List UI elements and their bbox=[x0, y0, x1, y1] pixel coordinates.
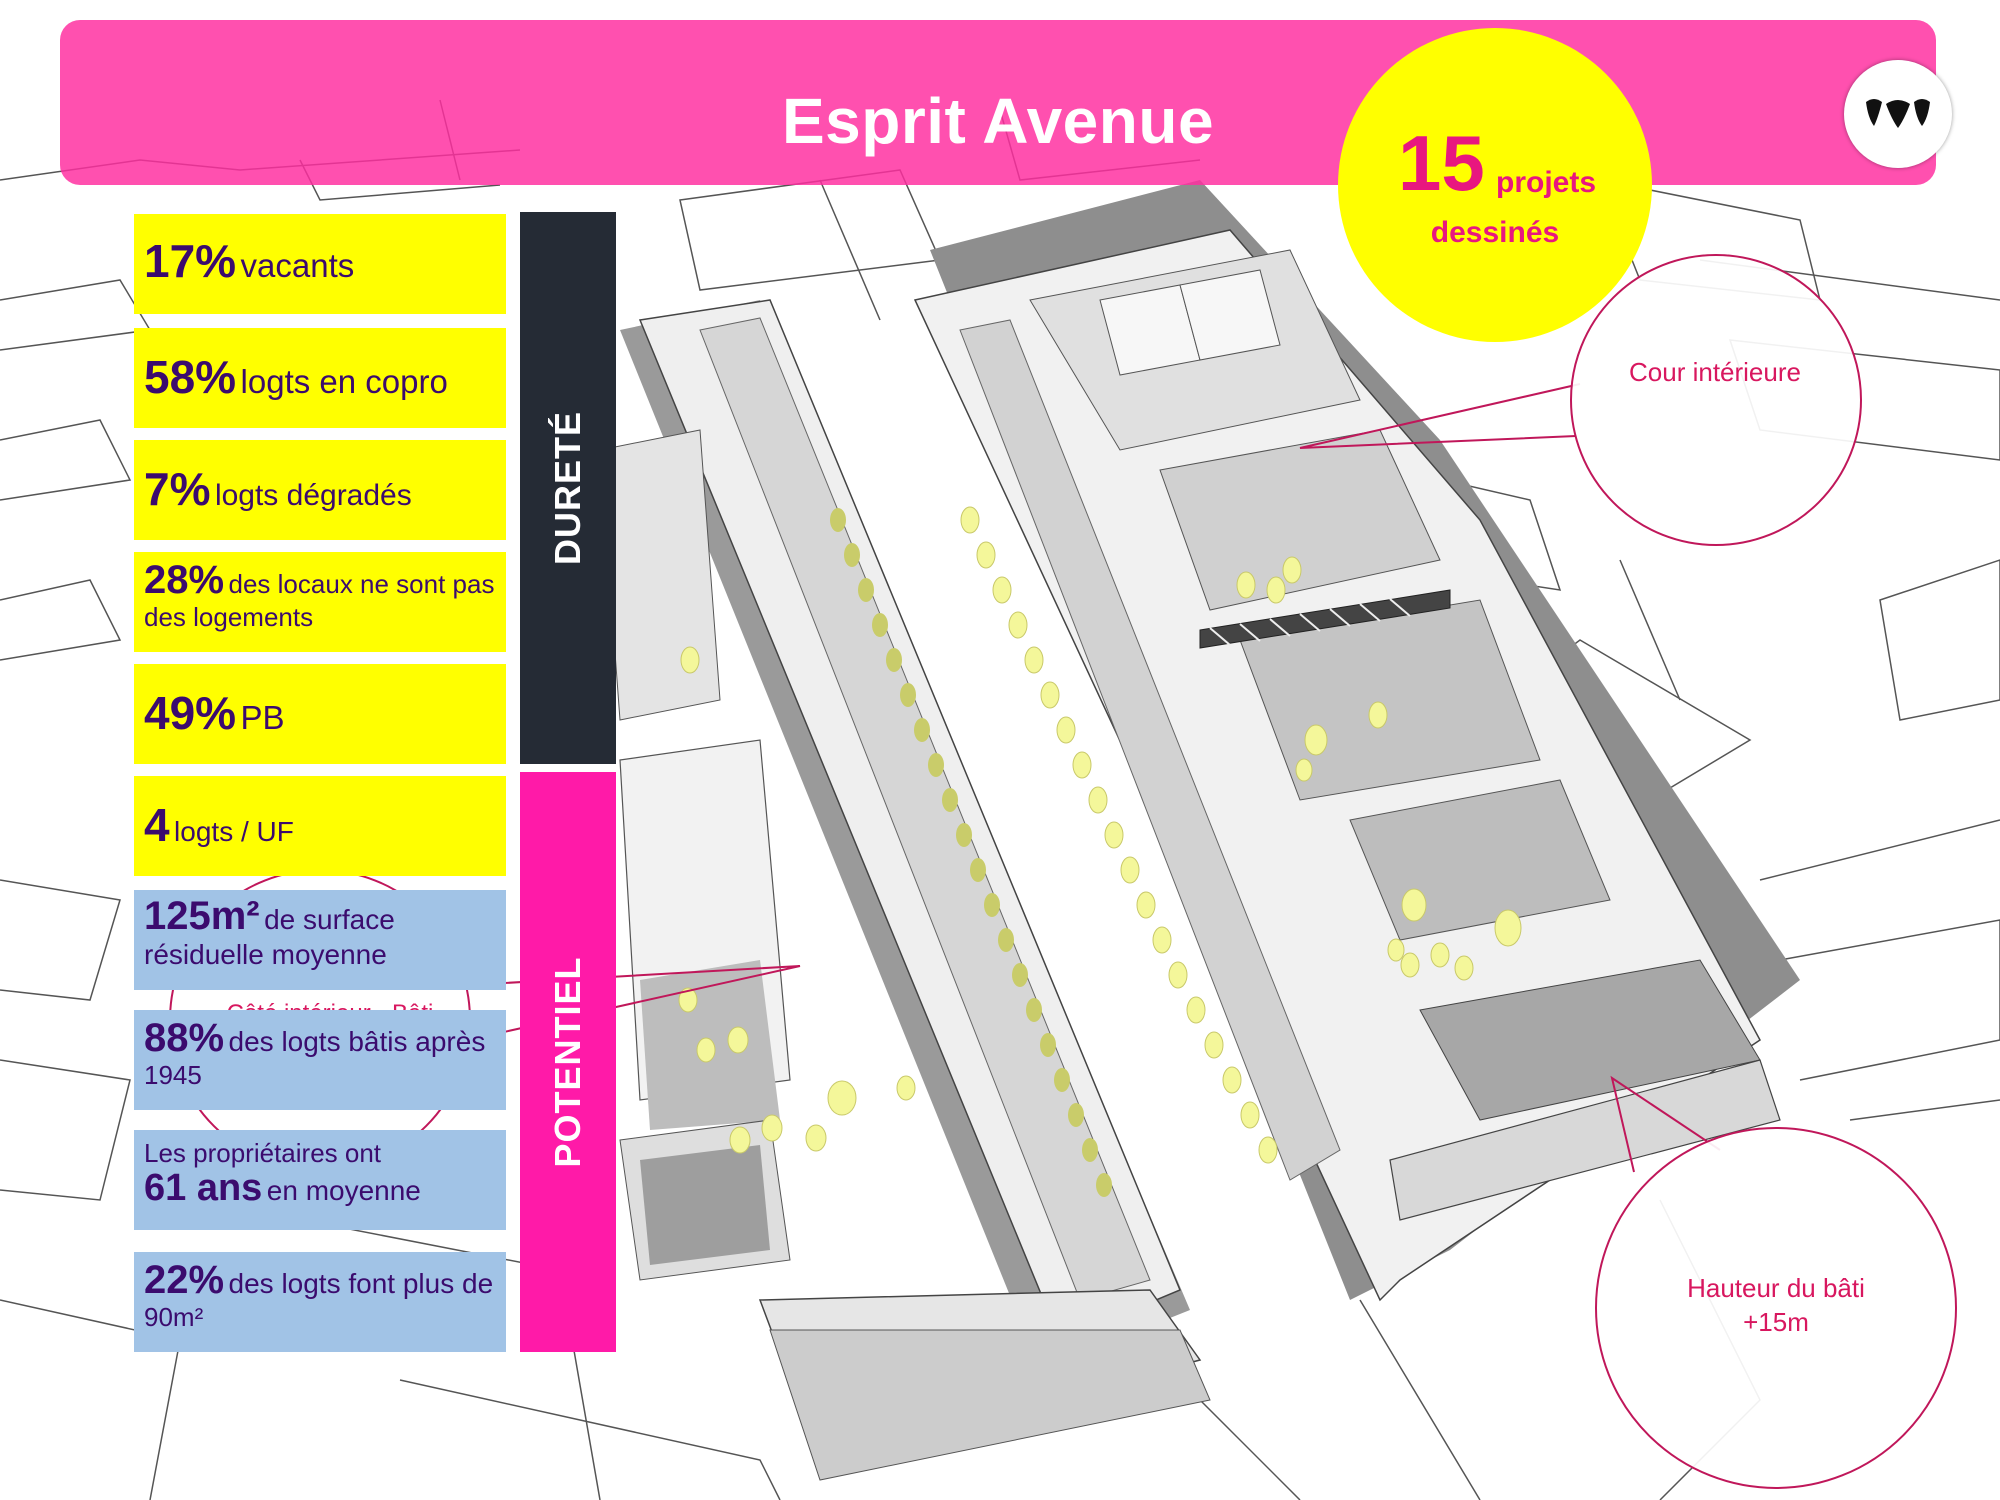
stat-label-2: 90m² bbox=[144, 1302, 204, 1333]
stat-label: logts dégradés bbox=[214, 479, 412, 512]
stat-vacants: 17% vacants bbox=[134, 214, 506, 314]
brand-logo bbox=[1844, 60, 1952, 168]
potentiel-label: POTENTIEL bbox=[547, 956, 588, 1168]
stat-copro: 58% logts en copro bbox=[134, 328, 506, 428]
projects-count: 15 bbox=[1398, 119, 1485, 207]
courtyard-label: Cour intérieure bbox=[1629, 357, 1801, 387]
stat-surface: 125m² de surface résiduelle moyenne bbox=[134, 890, 506, 990]
courtyard-bubble bbox=[1299, 254, 1862, 546]
stat-label: Les propriétaires ont bbox=[144, 1138, 382, 1168]
stat-value: 125m² bbox=[144, 894, 260, 938]
height-label: Hauteur du bâti +15m bbox=[1687, 1273, 1865, 1337]
stat-label: des locaux ne sont pas bbox=[228, 569, 495, 599]
stat-value: 61 ans bbox=[144, 1167, 263, 1210]
highlighted-trees bbox=[678, 506, 1522, 1164]
stat-degrades: 7% logts dégradés bbox=[134, 440, 506, 540]
stat-pb: 49% PB bbox=[134, 664, 506, 764]
stat-value: 28% bbox=[144, 558, 225, 602]
stat-value: 17% bbox=[144, 235, 237, 287]
left-building-block bbox=[599, 299, 1211, 1481]
stat-label: PB bbox=[240, 699, 285, 736]
page-title: Esprit Avenue bbox=[781, 85, 1215, 157]
height-bubble bbox=[1595, 1075, 1957, 1489]
stat-label-2: résiduelle moyenne bbox=[144, 939, 387, 971]
stat-label: logts en copro bbox=[240, 363, 448, 400]
street-trees bbox=[830, 508, 1112, 1197]
stat-value: 22% bbox=[144, 1258, 225, 1302]
stat-label: des logts font plus de bbox=[228, 1268, 494, 1299]
projects-label: projets bbox=[1496, 166, 1597, 199]
stat-plus-90m2: 22% des logts font plus de 90m² bbox=[134, 1252, 506, 1352]
stat-apres-1945: 88% des logts bâtis après 1945 bbox=[134, 1010, 506, 1110]
wavy-letters-logo-icon bbox=[1866, 99, 1930, 128]
stat-value: 58% bbox=[144, 351, 237, 403]
stat-logts-uf: 4 logts / UF bbox=[134, 776, 506, 876]
stat-label-2: en moyenne bbox=[266, 1175, 421, 1207]
stat-value: 49% bbox=[144, 687, 237, 739]
stat-age-proprietaires: Les propriétaires ont 61 ans en moyenne bbox=[134, 1130, 506, 1230]
projects-label-2: dessinés bbox=[1430, 216, 1560, 249]
durete-label: DURETÉ bbox=[547, 410, 588, 566]
stat-label: des logts bâtis après bbox=[228, 1026, 486, 1057]
stat-label: vacants bbox=[240, 247, 355, 284]
stat-value: 88% bbox=[144, 1016, 225, 1060]
stat-label: logts / UF bbox=[174, 816, 294, 847]
projects-badge: 15 projets dessinés bbox=[1338, 28, 1652, 342]
title-banner: Esprit Avenue bbox=[60, 20, 1936, 185]
stat-label-2: 1945 bbox=[144, 1060, 202, 1091]
stat-value: 7% bbox=[144, 463, 211, 515]
durete-category-bar: DURETÉ bbox=[520, 212, 616, 764]
stat-label: de surface bbox=[264, 904, 395, 935]
stat-label-2: des logements bbox=[144, 601, 314, 632]
potentiel-category-bar: POTENTIEL bbox=[520, 772, 616, 1352]
stat-locaux: 28% des locaux ne sont pas des logements bbox=[134, 552, 506, 652]
stat-value: 4 bbox=[144, 799, 170, 851]
